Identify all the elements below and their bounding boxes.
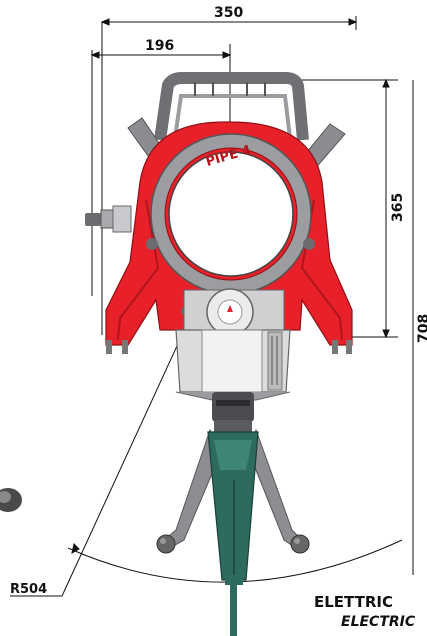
caption-line-english: ELECTRIC — [341, 614, 416, 630]
upper-height-label: 365 — [390, 193, 406, 222]
tripod-feet — [156, 534, 310, 554]
total-height-label: 708 — [416, 314, 427, 343]
power-cable — [230, 585, 237, 636]
dimension-width — [100, 16, 358, 335]
green-grip — [207, 431, 259, 585]
center-offset-label: 196 — [145, 38, 174, 54]
motor-housing — [175, 329, 291, 401]
adjacent-tool-fragment — [0, 488, 22, 512]
center-gauge — [183, 288, 285, 336]
red-frame — [105, 121, 353, 354]
width-label: 350 — [214, 5, 243, 21]
side-adjust-knob — [85, 205, 132, 233]
gear-head — [212, 392, 254, 432]
radius-label: R504 — [10, 582, 47, 597]
caption-line-italian: ELETTRIC — [314, 593, 393, 611]
carry-handle — [154, 72, 309, 141]
